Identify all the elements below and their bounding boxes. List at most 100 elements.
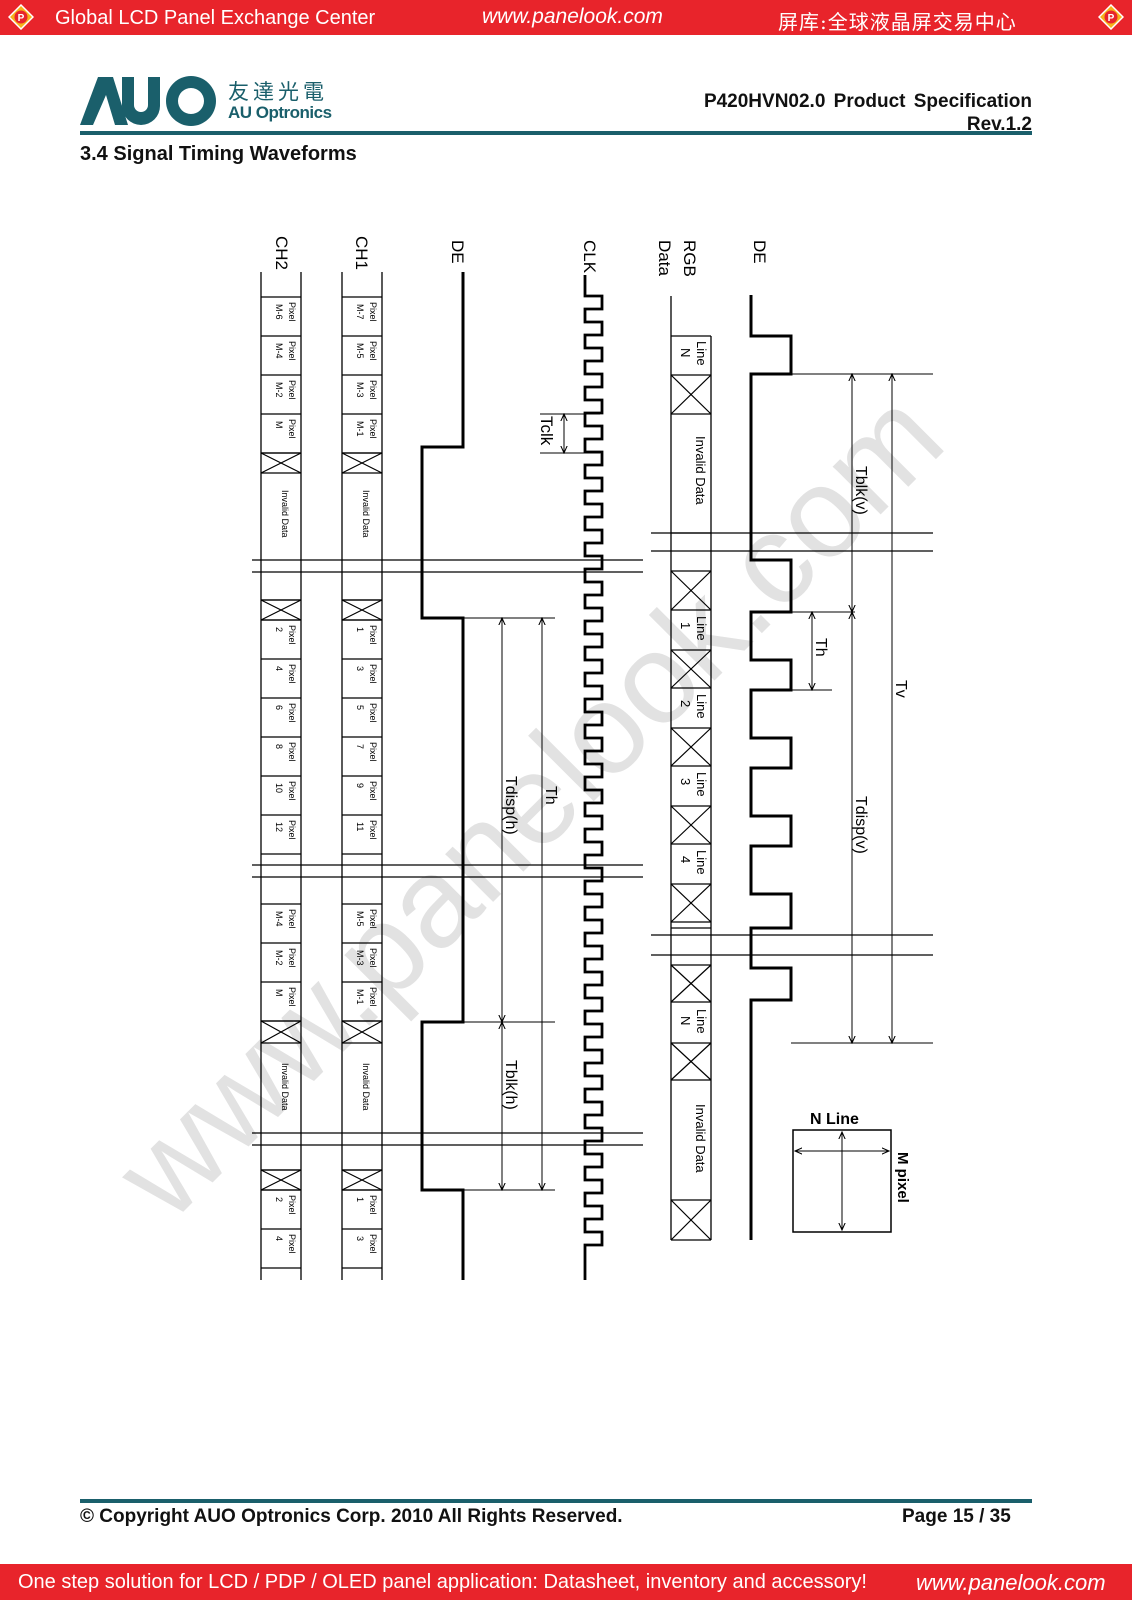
ch1-cross bbox=[341, 1169, 383, 1191]
ch2-s2-cell-word: Pixel bbox=[287, 625, 297, 645]
ch1-invalid-cross bbox=[341, 452, 383, 474]
tdisp-h-label: Tdisp(h) bbox=[502, 776, 519, 835]
ch1-s3-cell-word: Pixel bbox=[368, 909, 378, 929]
ch2-invalid-label: Invalid Data bbox=[280, 490, 290, 538]
ch2-s3-cell-number: M-2 bbox=[274, 950, 284, 966]
ch1-s1-cell-number: M-7 bbox=[355, 304, 365, 320]
top-banner: P Global LCD Panel Exchange Center www.p… bbox=[0, 0, 1132, 35]
ch2-s2-cell-number: 12 bbox=[274, 822, 284, 832]
rgb-line-label: Line bbox=[694, 616, 709, 641]
ch2-s4-cell-word: Pixel bbox=[287, 1234, 297, 1254]
ch1-s3-cell-number: M-1 bbox=[355, 989, 365, 1005]
brand-english-name: AU Optronics bbox=[228, 103, 332, 122]
ch1-s2-cell-number: 3 bbox=[355, 666, 365, 671]
rgb-line-label: Line bbox=[694, 772, 709, 797]
break-lines bbox=[252, 532, 933, 1146]
ch2-s2-cell-number: 6 bbox=[274, 705, 284, 710]
ch2-s4-cell-number: 2 bbox=[274, 1197, 284, 1202]
ch1-invalid2-label: Invalid Data bbox=[361, 1063, 371, 1111]
ch1-s3-cell-number: M-3 bbox=[355, 950, 365, 966]
tclk-label: Tclk bbox=[537, 416, 556, 446]
ch2-s4-cell-number: 4 bbox=[274, 1236, 284, 1241]
rgb-cross bbox=[670, 883, 712, 923]
rgb-cross bbox=[670, 805, 712, 845]
ch2-s3-cell-word: Pixel bbox=[287, 948, 297, 968]
ch2-s2-cell-word: Pixel bbox=[287, 703, 297, 723]
document-title: P420HVN02.0 Product Specification bbox=[703, 91, 1032, 112]
ch2-s1-cell-word: Pixel bbox=[287, 380, 297, 400]
ch2-s1-cell-number: M bbox=[274, 421, 284, 429]
rgb-line-number: 3 bbox=[678, 778, 693, 785]
ch1-s4-cell-word: Pixel bbox=[368, 1195, 378, 1215]
ch2-s3-cell-word: Pixel bbox=[287, 909, 297, 929]
document-header: 友達光電 AU Optronics P420HVN02.0 Product Sp… bbox=[80, 70, 1032, 140]
rgb-line-label: Line bbox=[694, 1009, 709, 1034]
rgb-cross bbox=[670, 649, 712, 689]
ch1-s2-cell-number: 1 bbox=[355, 627, 365, 632]
ch2-s2-cell-number: 8 bbox=[274, 744, 284, 749]
rgb-cross bbox=[670, 1199, 712, 1241]
ch1-s2-cell-word: Pixel bbox=[368, 625, 378, 645]
ch1-s4-cell-word: Pixel bbox=[368, 1234, 378, 1254]
ch1-invalid-label: Invalid Data bbox=[361, 490, 371, 538]
panelook-logo-icon: P bbox=[1098, 4, 1124, 30]
ch1-s2-cell-word: Pixel bbox=[368, 664, 378, 684]
rgb-line-label: Line bbox=[694, 850, 709, 875]
ch2-invalid2-label: Invalid Data bbox=[280, 1063, 290, 1111]
de-v-label: DE bbox=[750, 240, 769, 264]
tblk-h-label: Tblk(h) bbox=[502, 1060, 519, 1110]
ch2-s1-cell-word: Pixel bbox=[287, 341, 297, 361]
ch2-s2-cell-word: Pixel bbox=[287, 781, 297, 801]
ch1-s1-cell-number: M-3 bbox=[355, 382, 365, 398]
rgb-line-number: N bbox=[678, 348, 693, 357]
ch1-s1-cell-word: Pixel bbox=[368, 380, 378, 400]
ch1-s2-cell-word: Pixel bbox=[368, 742, 378, 762]
bottom-banner: One step solution for LCD / PDP / OLED p… bbox=[0, 1564, 1132, 1600]
data-label: Data bbox=[655, 240, 674, 276]
document-revision: Rev.1.2 bbox=[966, 114, 1032, 135]
ch1-s3-cell-number: M-5 bbox=[355, 911, 365, 927]
ch2-s2-cell-number: 4 bbox=[274, 666, 284, 671]
frame-box bbox=[792, 1129, 892, 1233]
de-h-waveform bbox=[420, 272, 465, 1280]
ch2-s1-cell-word: Pixel bbox=[287, 302, 297, 322]
ch2-s3-cell-number: M-4 bbox=[274, 911, 284, 927]
rgb-line-label: Line bbox=[694, 341, 709, 366]
rgb-line-number: N bbox=[678, 1016, 693, 1025]
rgb-invalid-label: Invalid Data bbox=[693, 436, 708, 505]
tblk-v-label: Tblk(v) bbox=[852, 466, 869, 515]
rgb-line-number: 1 bbox=[678, 622, 693, 629]
de-v-waveform bbox=[749, 295, 793, 1240]
ch1-s2-cell-word: Pixel bbox=[368, 703, 378, 723]
auo-logo-icon bbox=[80, 76, 216, 126]
ch2-s3-cell-word: Pixel bbox=[287, 987, 297, 1007]
ch1-label: CH1 bbox=[352, 236, 371, 270]
ch1-s4-cell-number: 3 bbox=[355, 1236, 365, 1241]
ch2-invalid2-cross bbox=[260, 1020, 302, 1044]
section-title: 3.4 Signal Timing Waveforms bbox=[80, 143, 357, 165]
rgb-line-number: 4 bbox=[678, 856, 693, 863]
top-banner-right-text: 屏库:全球液晶屏交易中心 bbox=[778, 10, 1017, 34]
rgb-invalid2-label: Invalid Data bbox=[693, 1104, 708, 1173]
clk-label: CLK bbox=[580, 240, 599, 274]
top-banner-website-link[interactable]: www.panelook.com bbox=[482, 5, 663, 28]
th-h-label: Th bbox=[542, 786, 559, 805]
ch1-invalid2-cross bbox=[341, 1020, 383, 1044]
ch2-s1-cell-word: Pixel bbox=[287, 419, 297, 439]
bottom-banner-tagline: One step solution for LCD / PDP / OLED p… bbox=[18, 1571, 867, 1593]
ch1-s1-cell-word: Pixel bbox=[368, 302, 378, 322]
ch2-s2-cell-word: Pixel bbox=[287, 820, 297, 840]
ch2-cross bbox=[260, 1169, 302, 1191]
top-banner-left-text: Global LCD Panel Exchange Center bbox=[55, 7, 376, 29]
svg-text:P: P bbox=[1108, 13, 1115, 24]
ch1-s4-cell-number: 1 bbox=[355, 1197, 365, 1202]
ch1-s2-cell-word: Pixel bbox=[368, 820, 378, 840]
ch1-s1-cell-word: Pixel bbox=[368, 341, 378, 361]
ch2-s1-cell-number: M-6 bbox=[274, 304, 284, 320]
ch1-s2-cell-number: 7 bbox=[355, 744, 365, 749]
ch1-s1-cell-number: M-1 bbox=[355, 421, 365, 437]
bottom-banner-website-link[interactable]: www.panelook.com bbox=[916, 1570, 1106, 1595]
tdisp-v-label: Tdisp(v) bbox=[852, 796, 869, 854]
rgb-cross bbox=[670, 570, 712, 611]
n-line-label: N Line bbox=[810, 1111, 859, 1128]
